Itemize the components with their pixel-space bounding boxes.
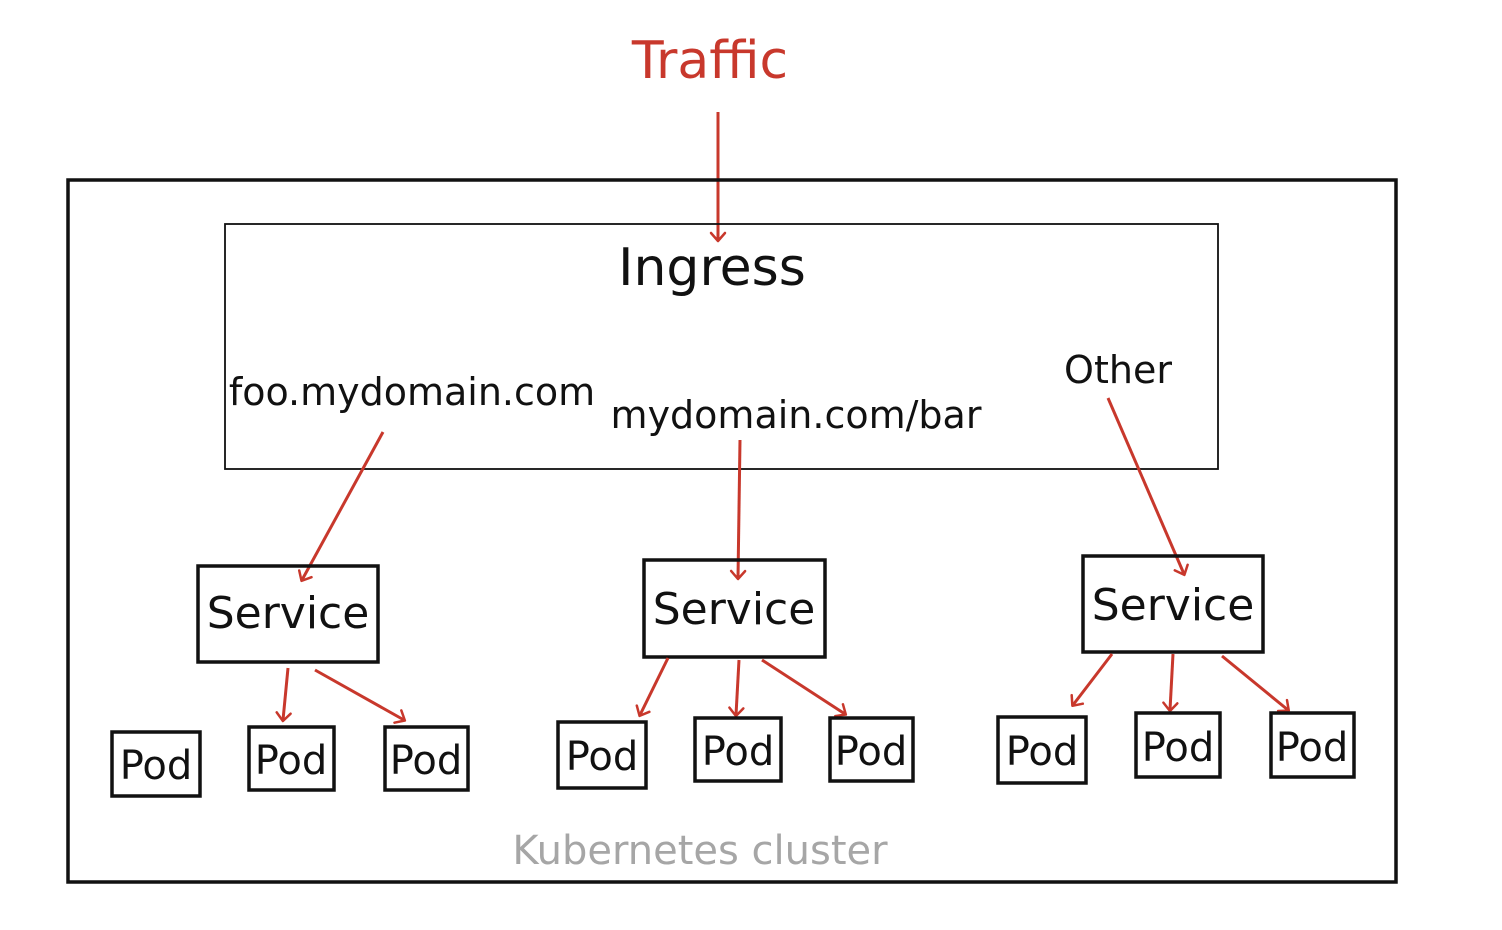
route-arrow-foo [297, 431, 385, 583]
pod-arrow-3a [1070, 653, 1114, 708]
pod-box-9: Pod [1269, 711, 1356, 779]
service-label-1: Service [207, 588, 370, 639]
pod-label-2: Pod [255, 738, 328, 784]
pod-label-6: Pod [835, 729, 908, 775]
route-arrow-bar [729, 439, 747, 581]
pod-box-7: Pod [996, 715, 1088, 785]
route-arrow-other [1106, 397, 1189, 577]
traffic-label: Traffic [631, 31, 788, 91]
ingress-label: Ingress [618, 238, 806, 298]
pod-label-3: Pod [390, 738, 463, 784]
pod-arrow-1a [275, 667, 292, 723]
service-box-2: Service [642, 558, 827, 659]
service-label-2: Service [653, 584, 816, 635]
pod-box-3: Pod [383, 725, 470, 792]
pod-arrow-3c [1221, 654, 1291, 713]
pod-label-1: Pod [120, 743, 193, 789]
ingress-box [224, 223, 1219, 470]
pod-arrow-3b [1162, 653, 1179, 713]
pod-box-8: Pod [1134, 711, 1222, 779]
route-label-foo: foo.mydomain.com [229, 370, 595, 414]
route-label-other: Other [1064, 348, 1172, 392]
pod-arrow-2a [635, 657, 670, 718]
pod-box-6: Pod [828, 716, 915, 783]
pod-box-5: Pod [693, 716, 783, 783]
cluster-boundary [66, 178, 1398, 884]
pod-label-7: Pod [1006, 729, 1079, 775]
service-box-1: Service [196, 564, 380, 664]
pod-box-2: Pod [247, 725, 336, 792]
pod-box-4: Pod [556, 720, 648, 790]
service-label-3: Service [1092, 580, 1255, 631]
pod-label-8: Pod [1142, 725, 1215, 771]
pod-label-5: Pod [702, 729, 775, 775]
pod-arrow-2b [728, 659, 745, 718]
cluster-label: Kubernetes cluster [512, 828, 888, 874]
pod-label-4: Pod [566, 734, 639, 780]
pod-arrow-2c [761, 658, 848, 718]
service-box-3: Service [1081, 554, 1265, 654]
pod-box-1: Pod [110, 730, 202, 798]
pod-arrow-1b [314, 668, 407, 724]
pod-label-9: Pod [1276, 725, 1349, 771]
route-label-bar: mydomain.com/bar [611, 393, 982, 437]
